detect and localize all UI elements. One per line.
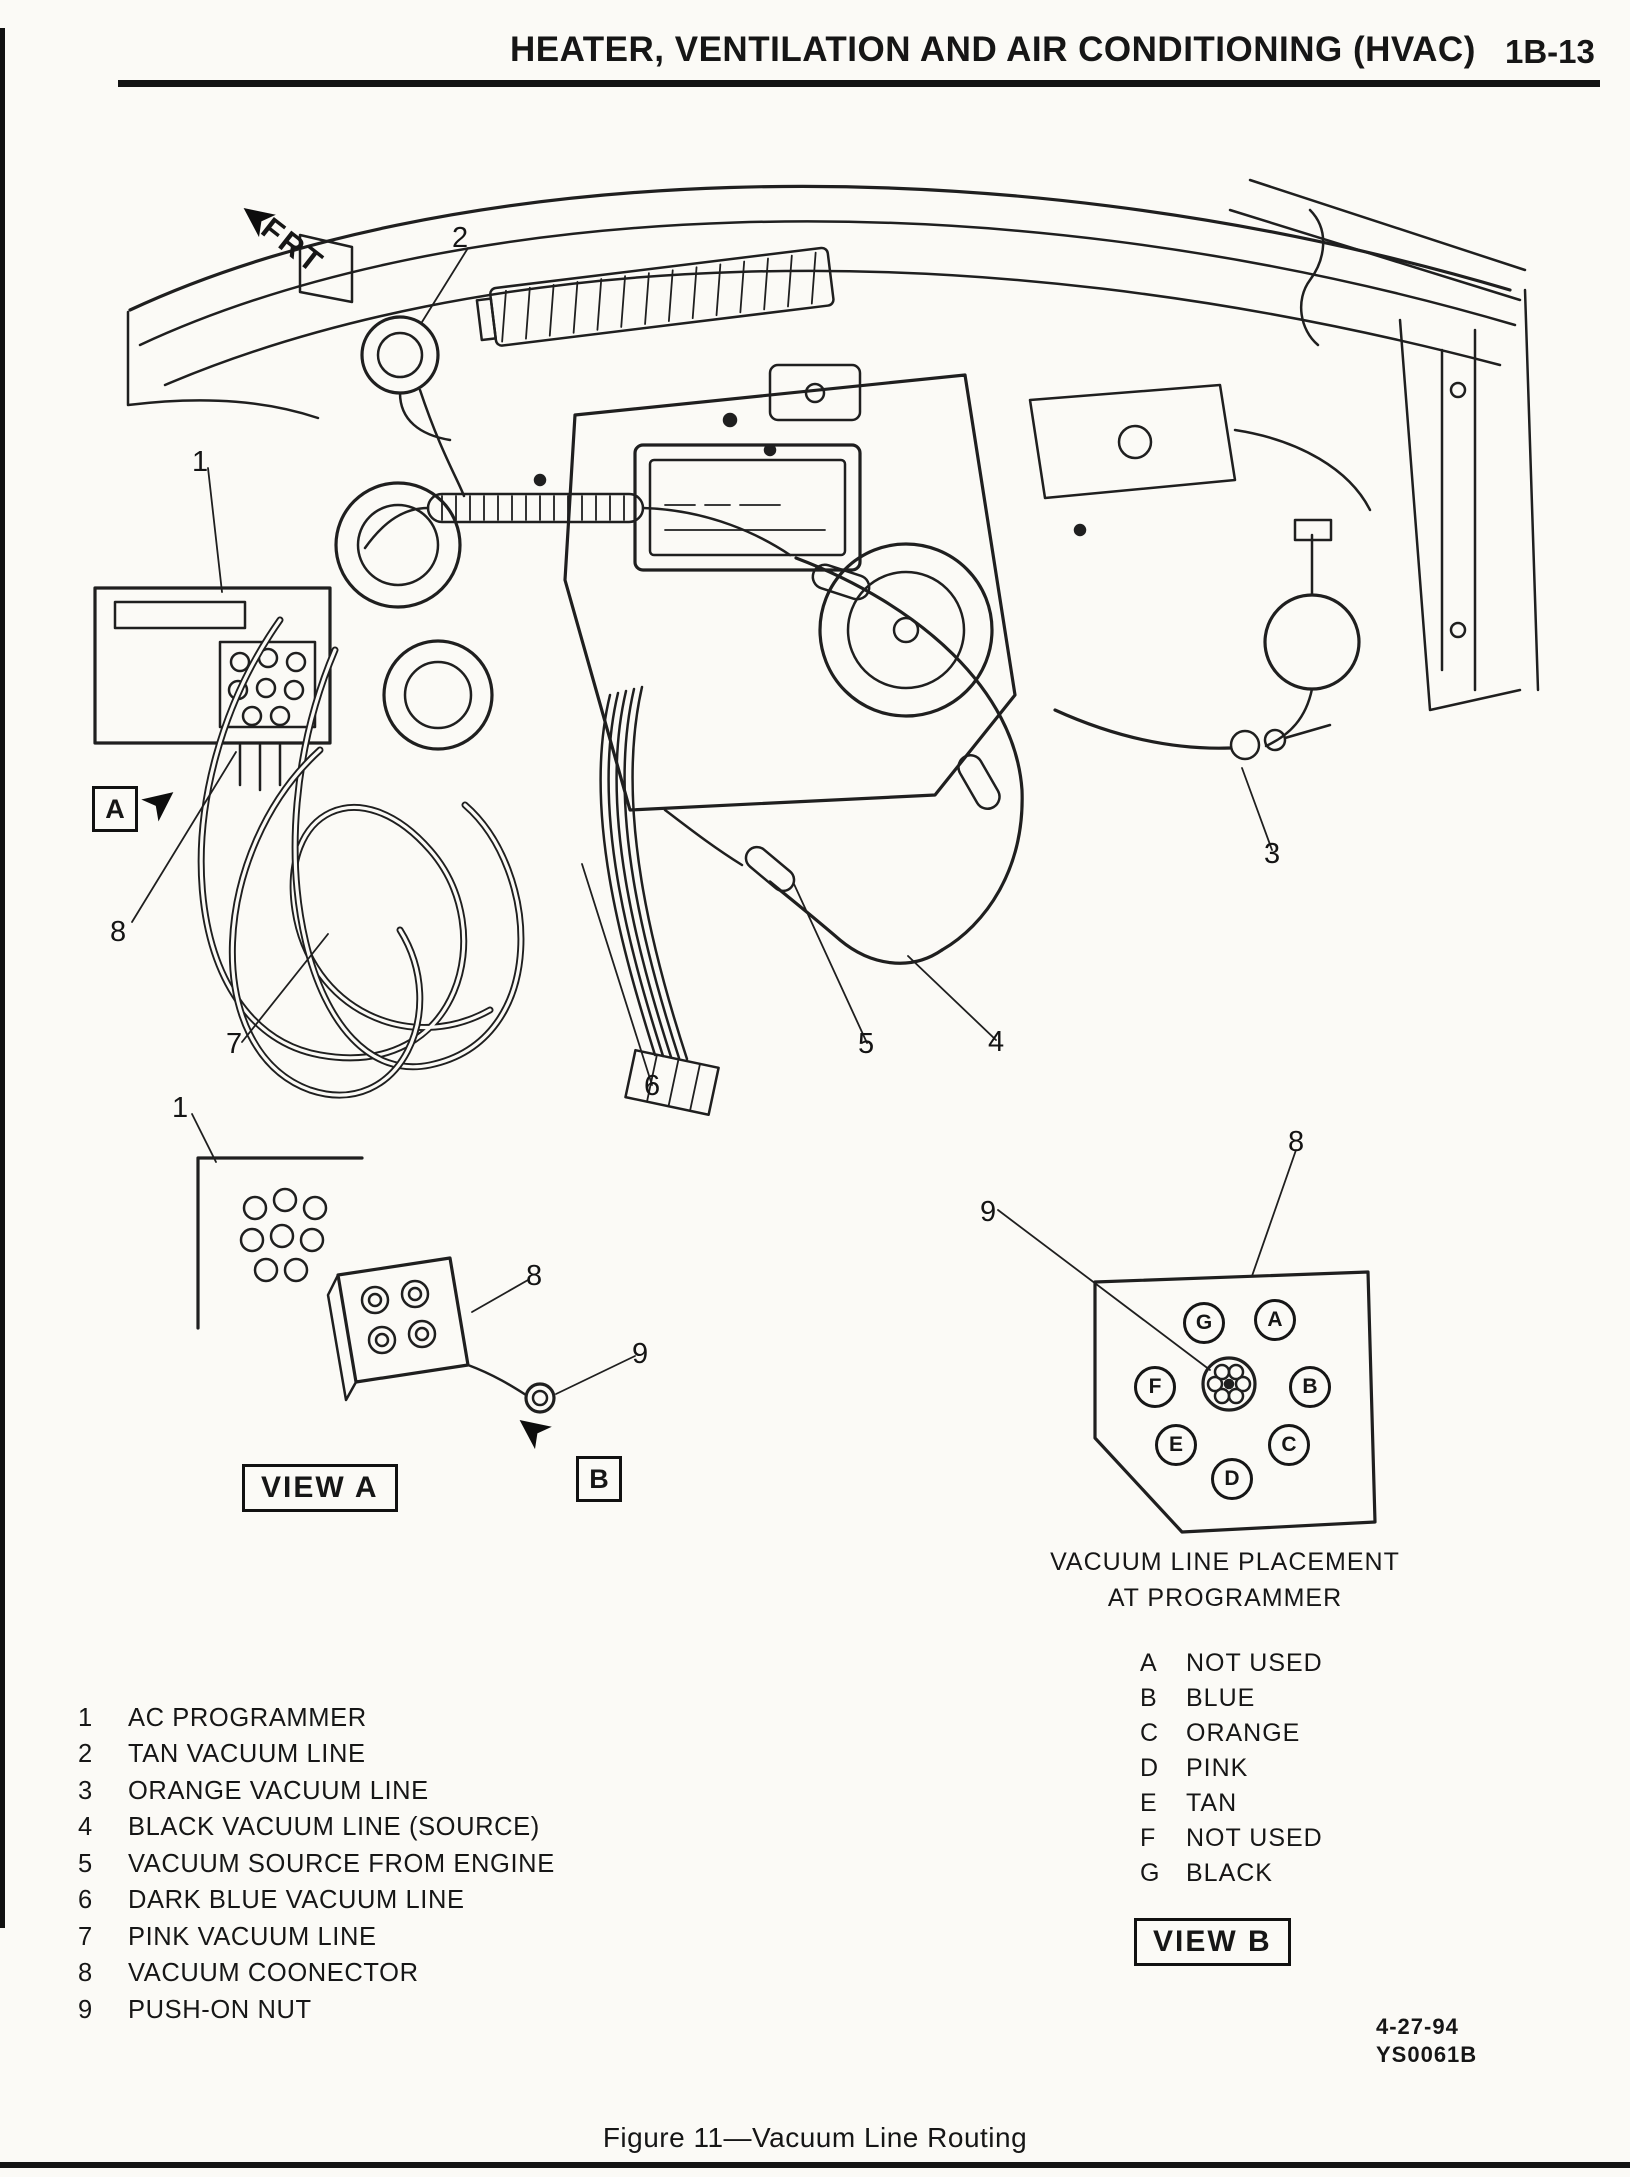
- callout-7-main: 7: [226, 1028, 243, 1060]
- legend-label: VACUUM SOURCE FROM ENGINE: [128, 1849, 555, 1878]
- callout-9-view-a: 9: [632, 1338, 649, 1370]
- legend-label: BLACK VACUUM LINE (SOURCE): [128, 1813, 540, 1842]
- legend-label: AC PROGRAMMER: [128, 1703, 367, 1732]
- callout-4-main: 4: [988, 1026, 1005, 1058]
- port-letter-g: G: [1183, 1302, 1225, 1344]
- legend-item: 3 ORANGE VACUUM LINE: [78, 1773, 555, 1810]
- legend-num: 4: [78, 1813, 93, 1842]
- port-letter-b: B: [1289, 1366, 1331, 1408]
- page-title: HEATER, VENTILATION AND AIR CONDITIONING…: [510, 30, 1476, 69]
- placement-row: G BLACK: [1140, 1856, 1323, 1891]
- legend-item: 8 VACUUM COONECTOR: [78, 1956, 555, 1993]
- legend-num: 5: [78, 1849, 93, 1878]
- port-letter-a: A: [1254, 1299, 1296, 1341]
- vacuum-routing-diagram-art: [93, 178, 1540, 1534]
- placement-row: F NOT USED: [1140, 1821, 1323, 1856]
- placement-value: TAN: [1186, 1789, 1238, 1817]
- legend-num: 9: [78, 1995, 93, 2024]
- port-letter-f: F: [1134, 1366, 1176, 1408]
- placement-value: NOT USED: [1186, 1824, 1323, 1852]
- callout-5-main: 5: [858, 1028, 875, 1060]
- legend-label: PUSH-ON NUT: [128, 1995, 312, 2024]
- legend-label: PINK VACUUM LINE: [128, 1922, 377, 1951]
- callout-3-main: 3: [1264, 838, 1281, 870]
- port-letter-c: C: [1268, 1424, 1310, 1466]
- placement-key: B: [1140, 1684, 1158, 1712]
- callout-8-view-b: 8: [1288, 1126, 1305, 1158]
- placement-row: B BLUE: [1140, 1681, 1323, 1716]
- legend-label: DARK BLUE VACUUM LINE: [128, 1886, 465, 1915]
- callout-6-main: 6: [644, 1070, 661, 1102]
- callout-2-main: 2: [452, 222, 469, 254]
- legend-label: VACUUM COONECTOR: [128, 1959, 419, 1988]
- view-a-marker-box: A: [92, 786, 138, 832]
- view-a-label: VIEW A: [242, 1464, 398, 1512]
- placement-key: F: [1140, 1824, 1157, 1852]
- footer-rule: [0, 2162, 1630, 2168]
- placement-value: BLACK: [1186, 1859, 1273, 1887]
- placement-title-line2: AT PROGRAMMER: [1107, 1584, 1343, 1612]
- legend-item: 9 PUSH-ON NUT: [78, 1992, 555, 2029]
- header-rule: [118, 80, 1600, 87]
- callout-1-main: 1: [192, 446, 209, 478]
- placement-key: A: [1140, 1649, 1158, 1677]
- port-letter-d: D: [1211, 1458, 1253, 1500]
- legend-num: 6: [78, 1886, 93, 1915]
- placement-row: C ORANGE: [1140, 1716, 1323, 1751]
- legend-item: 1 AC PROGRAMMER: [78, 1700, 555, 1737]
- placement-row: E TAN: [1140, 1786, 1323, 1821]
- view-b-label: VIEW B: [1134, 1918, 1291, 1966]
- legend-num: 1: [78, 1703, 93, 1732]
- placement-list: A NOT USED B BLUE C ORANGE D PINK E TAN …: [1140, 1646, 1323, 1891]
- placement-row: D PINK: [1140, 1751, 1323, 1786]
- placement-title-line1: VACUUM LINE PLACEMENT: [1050, 1548, 1400, 1576]
- scan-edge-artifact: [0, 28, 5, 1928]
- parts-legend: 1 AC PROGRAMMER 2 TAN VACUUM LINE 3 ORAN…: [78, 1700, 555, 2029]
- legend-num: 2: [78, 1740, 93, 1769]
- placement-value: ORANGE: [1186, 1719, 1301, 1747]
- callout-9-view-b: 9: [980, 1196, 997, 1228]
- revision-date: 4-27-94: [1376, 2014, 1459, 2039]
- legend-item: 5 VACUUM SOURCE FROM ENGINE: [78, 1846, 555, 1883]
- placement-value: NOT USED: [1186, 1649, 1323, 1677]
- placement-key: G: [1140, 1859, 1161, 1887]
- placement-key: D: [1140, 1754, 1160, 1782]
- legend-item: 2 TAN VACUUM LINE: [78, 1737, 555, 1774]
- callout-1-view-a: 1: [172, 1092, 189, 1124]
- view-b-marker-box: B: [576, 1456, 622, 1502]
- figure-caption: Figure 11—Vacuum Line Routing: [602, 2122, 1028, 2153]
- legend-label: ORANGE VACUUM LINE: [128, 1776, 429, 1805]
- placement-row: A NOT USED: [1140, 1646, 1323, 1681]
- drawing-code: YS0061B: [1376, 2042, 1478, 2067]
- legend-num: 8: [78, 1959, 93, 1988]
- legend-label: TAN VACUUM LINE: [128, 1740, 366, 1769]
- callout-8-view-a: 8: [526, 1260, 543, 1292]
- legend-item: 4 BLACK VACUUM LINE (SOURCE): [78, 1810, 555, 1847]
- placement-key: E: [1140, 1789, 1158, 1817]
- placement-key: C: [1140, 1719, 1160, 1747]
- page-number: 1B-13: [1505, 33, 1595, 70]
- placement-value: BLUE: [1186, 1684, 1256, 1712]
- legend-num: 7: [78, 1922, 93, 1951]
- legend-num: 3: [78, 1776, 93, 1805]
- placement-value: PINK: [1186, 1754, 1249, 1782]
- port-letter-e: E: [1155, 1424, 1197, 1466]
- legend-item: 7 PINK VACUUM LINE: [78, 1919, 555, 1956]
- legend-item: 6 DARK BLUE VACUUM LINE: [78, 1883, 555, 1920]
- callout-8-main: 8: [110, 916, 127, 948]
